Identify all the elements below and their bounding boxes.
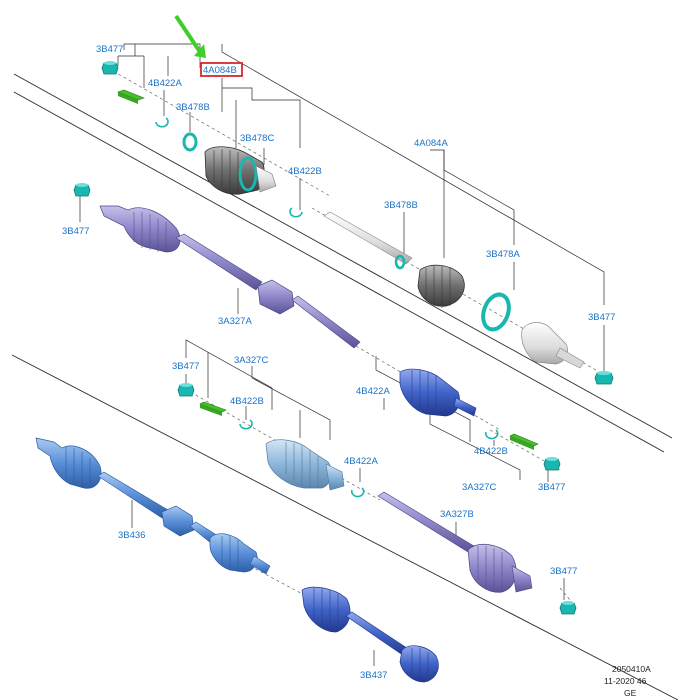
- lower-panel-parts: [35, 437, 439, 683]
- clip-4b422a-top: [117, 89, 145, 104]
- label-3b436[interactable]: 3B436: [118, 530, 145, 541]
- label-4b422a-center[interactable]: 4B422A: [356, 386, 390, 397]
- label-3b477-top[interactable]: 3B477: [96, 44, 123, 55]
- label-4b422a-mid[interactable]: 4B422A: [344, 456, 378, 467]
- highlight-box: [200, 62, 243, 77]
- label-3b478b-top[interactable]: 3B478B: [176, 102, 210, 113]
- label-3a327c-lower[interactable]: 3A327C: [462, 482, 496, 493]
- label-3b477-lower[interactable]: 3B477: [538, 482, 565, 493]
- label-4b422b-top[interactable]: 4B422B: [288, 166, 322, 177]
- snap-ring-mid: [239, 419, 253, 430]
- label-3b477-left[interactable]: 3B477: [62, 226, 89, 237]
- footer-date-text: 11-2020 46: [604, 676, 647, 686]
- ring-3b478b-top: [182, 132, 198, 152]
- label-3a327a[interactable]: 3A327A: [218, 316, 252, 327]
- leader-lines: [79, 43, 605, 666]
- pointer-arrow-icon: [174, 14, 206, 58]
- snap-ring-4b422b-top: [289, 207, 303, 218]
- snap-ring-top: [155, 117, 169, 128]
- joint-lightblue: [265, 439, 345, 491]
- label-3a327c-mid[interactable]: 3A327C: [234, 355, 268, 366]
- label-3b478a[interactable]: 3B478A: [486, 249, 520, 260]
- label-4b422b-lower[interactable]: 4B422B: [474, 446, 508, 457]
- nut-3b477-bottom: [559, 601, 577, 615]
- footer-code: 2050410A 11-2020 46 GE: [604, 664, 651, 698]
- part-labels: 3B477 4B422A 3B478B 4A084B 3B478C 4B422B…: [62, 44, 615, 681]
- nut-3b477-left: [73, 183, 91, 197]
- ring-3b478a: [481, 292, 511, 332]
- label-3b477-right[interactable]: 3B477: [588, 312, 615, 323]
- label-3b478c[interactable]: 3B478C: [240, 133, 274, 144]
- upper-panel-parts: [73, 61, 614, 385]
- footer-code-text: 2050410A: [612, 664, 651, 674]
- shaft-3a327a: [99, 205, 361, 349]
- label-3b477-bottom[interactable]: 3B477: [550, 566, 577, 577]
- nut-3b477-lower: [543, 457, 561, 471]
- clip-lower-right: [509, 433, 539, 450]
- inner-shaft-4a084a: [323, 211, 413, 270]
- shaft-3a327b: [377, 491, 533, 593]
- nut-3b477-right: [594, 371, 614, 385]
- nut-3b477-mid: [177, 383, 195, 397]
- snap-ring-lower-right: [484, 429, 499, 440]
- joint-royal-upper: [399, 368, 477, 417]
- nut-3b477-top: [101, 61, 119, 75]
- shaft-3b436: [35, 437, 271, 575]
- label-4a084b[interactable]: 4A084B: [203, 65, 237, 76]
- middle-panel-parts: [177, 368, 577, 615]
- clip-mid: [199, 401, 227, 416]
- label-3b478b-right[interactable]: 3B478B: [384, 200, 418, 211]
- footer-region-text: GE: [624, 688, 637, 698]
- housing-white: [521, 322, 585, 369]
- label-4a084a[interactable]: 4A084A: [414, 138, 448, 149]
- joint-4a084b: [204, 146, 277, 195]
- shaft-3b437: [301, 586, 439, 683]
- label-3a327b[interactable]: 3A327B: [440, 509, 474, 520]
- panel-dividers: [11, 73, 679, 700]
- joint-4a084a: [417, 264, 465, 308]
- label-4b422a-top[interactable]: 4B422A: [148, 78, 182, 89]
- snap-ring-mid-2: [350, 487, 365, 498]
- label-4b422b-mid[interactable]: 4B422B: [230, 396, 264, 407]
- label-3b437[interactable]: 3B437: [360, 670, 387, 681]
- label-3b477-mid[interactable]: 3B477: [172, 361, 199, 372]
